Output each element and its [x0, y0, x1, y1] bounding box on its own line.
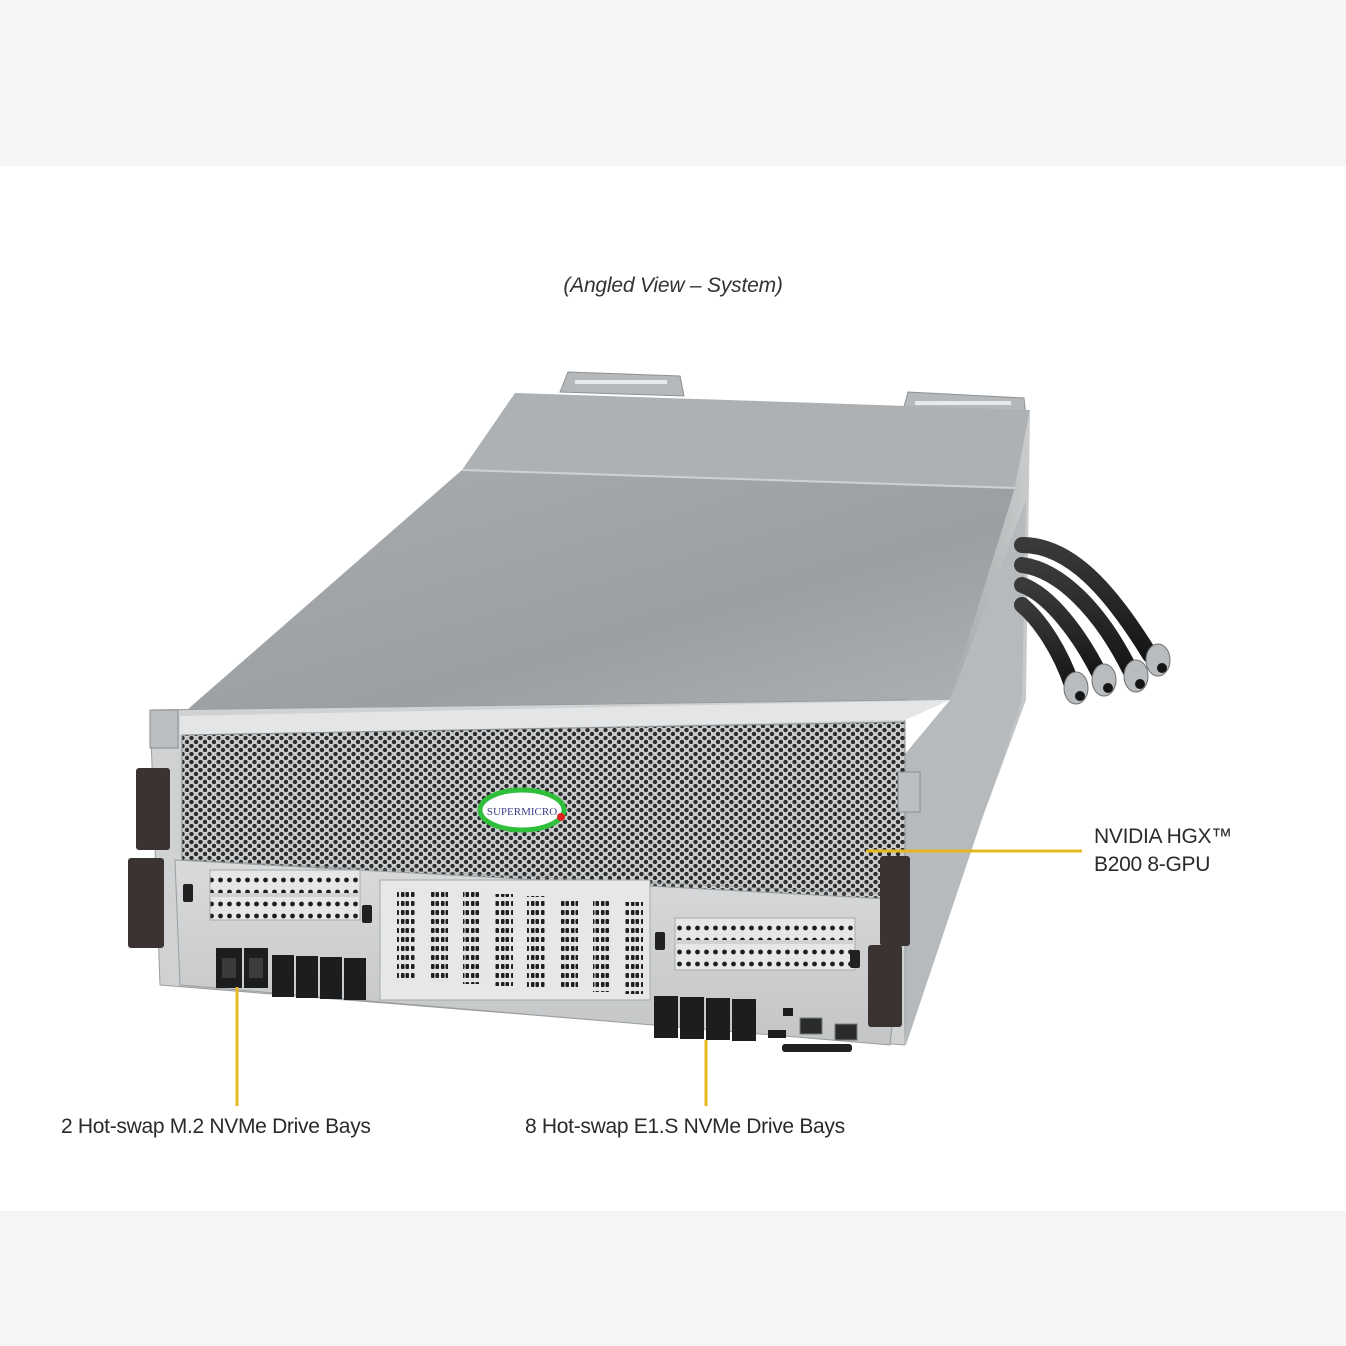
- figure-caption: (Angled View – System): [563, 274, 783, 297]
- logo-text: SUPERMICRO: [487, 806, 557, 818]
- supermicro-logo: SUPERMICRO: [477, 787, 567, 833]
- e1s-bays-right: [654, 996, 756, 1041]
- io-panel: [174, 859, 906, 1052]
- callout-gpu-line2: B200 8-GPU: [1094, 853, 1211, 876]
- callout-e1s-drive-bays: 8 Hot-swap E1.S NVMe Drive Bays: [525, 1115, 845, 1138]
- callout-gpu: NVIDIA HGX™ B200 8-GPU: [1094, 823, 1232, 879]
- pcie-slot-covers: [379, 879, 651, 1001]
- rear-io-ports: [768, 1008, 858, 1052]
- callout-m2-drive-bays: 2 Hot-swap M.2 NVMe Drive Bays: [61, 1115, 371, 1138]
- e1s-bays-left: [272, 955, 366, 1000]
- liquid-cooling-hoses: [1014, 537, 1171, 705]
- callout-lines: [235, 849, 1082, 1106]
- callout-gpu-line1: NVIDIA HGX™: [1094, 825, 1232, 848]
- bottom-gray-band: [0, 1211, 1346, 1346]
- top-gray-band: [0, 0, 1346, 166]
- rack-handles: [128, 709, 921, 1027]
- top-cover: [180, 393, 1030, 716]
- right-side-panel: [900, 410, 1030, 1045]
- m2-drive-bays: [216, 948, 268, 988]
